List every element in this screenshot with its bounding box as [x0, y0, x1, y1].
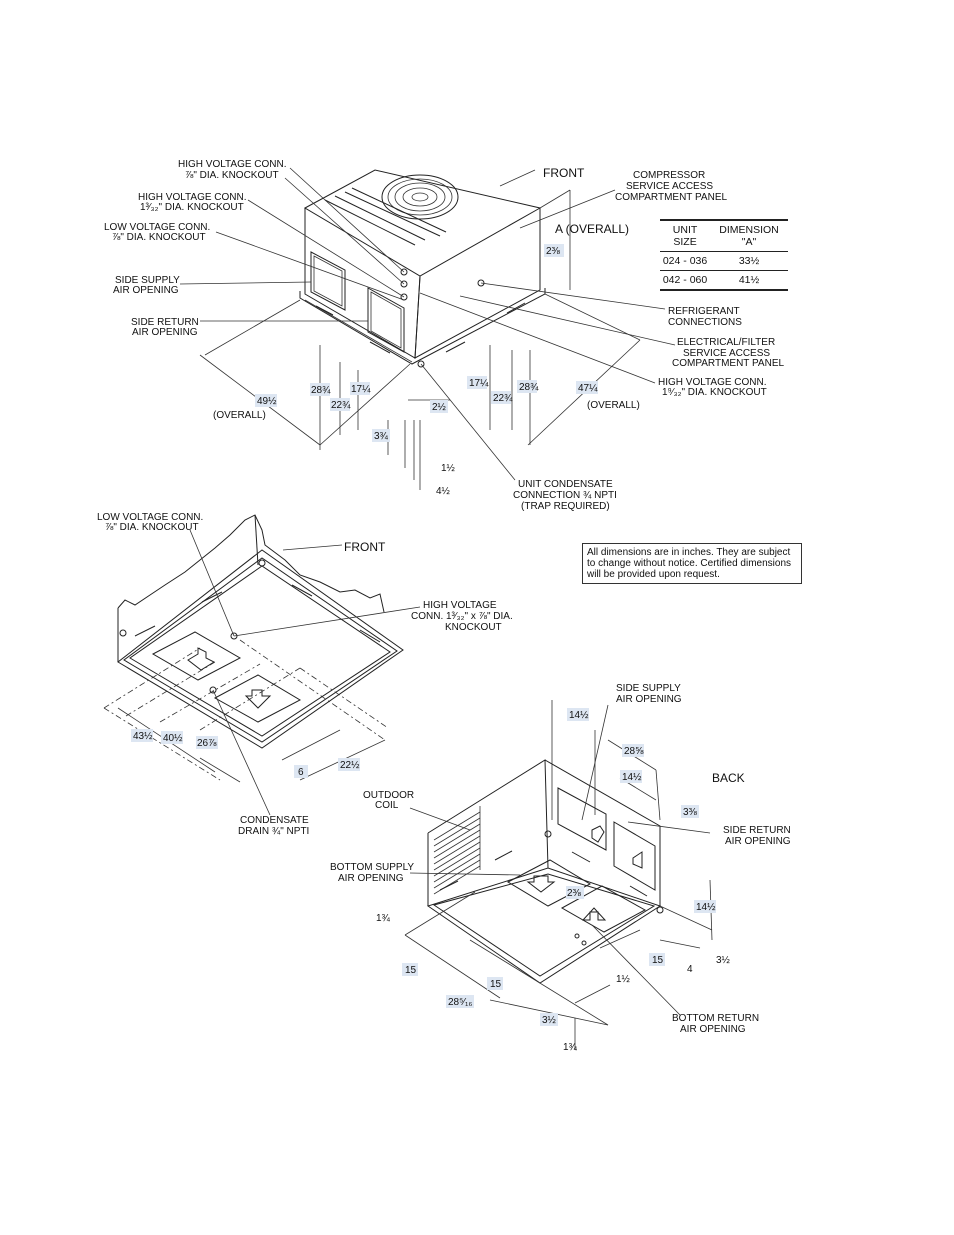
- table-cell-dim: 41½: [710, 270, 788, 291]
- dim-28-3-4-l: 28¾: [311, 385, 331, 396]
- table-cell-unit: 042 - 060: [660, 270, 711, 291]
- label-compressor-l1: COMPRESSOR: [633, 170, 705, 181]
- label-compressor-l3: COMPARTMENT PANEL: [615, 192, 727, 203]
- label-lv-l2: ⅞" DIA. KNOCKOUT: [112, 232, 206, 243]
- dim-1-2: 1½: [441, 463, 456, 474]
- br-dim-2-3-8: 2⅜: [567, 888, 582, 899]
- label-condensate-l2: CONNECTION ¾ NPTI: [513, 490, 617, 501]
- br-label-back: BACK: [712, 771, 745, 785]
- bl-dim-22-5: 22½: [340, 760, 360, 771]
- br-label-breturn-l2: AIR OPENING: [680, 1024, 746, 1035]
- br-dim-3-3-8: 3⅜: [683, 807, 698, 818]
- bottom-left-view: [103, 514, 421, 816]
- br-label-breturn-l1: BOTTOM RETURN: [672, 1013, 759, 1024]
- label-overall-right: (OVERALL): [587, 400, 640, 411]
- bl-dim-26-7-8: 26⅞: [197, 738, 217, 749]
- top-leaders: [179, 167, 676, 481]
- br-label-side-supply-l2: AIR OPENING: [616, 694, 682, 705]
- bl-label-lv-l1: LOW VOLTAGE CONN.: [97, 512, 203, 523]
- bottom-right-labels: SIDE SUPPLY AIR OPENING BACK SIDE RETURN…: [330, 683, 791, 1053]
- label-refrigerant-l2: CONNECTIONS: [668, 317, 742, 328]
- label-elec-l3: COMPARTMENT PANEL: [672, 358, 784, 369]
- top-unit-view: [199, 169, 641, 490]
- bl-label-hv-l2: CONN. 1³⁄₃₂" x ⅞" DIA.: [411, 611, 513, 622]
- label-elec-l2: SERVICE ACCESS: [683, 348, 770, 359]
- bl-label-cond-l2: DRAIN ¾" NPTI: [238, 826, 309, 837]
- dim-2-3-8-top: 2⅜: [546, 246, 561, 257]
- br-dim-4: 4: [687, 964, 693, 975]
- label-hv-78-l1: HIGH VOLTAGE CONN.: [178, 159, 287, 170]
- br-dim-1-5: 1½: [616, 974, 631, 985]
- label-side-supply-l1: SIDE SUPPLY: [115, 275, 180, 286]
- bl-label-cond-l1: CONDENSATE: [240, 815, 309, 826]
- label-side-supply-l2: AIR OPENING: [113, 285, 179, 296]
- label-lv-l1: LOW VOLTAGE CONN.: [104, 222, 210, 233]
- br-label-bsupply-l1: BOTTOM SUPPLY: [330, 862, 414, 873]
- table-cell-unit: 024 - 036: [660, 251, 711, 271]
- bl-label-hv-l3: KNOCKOUT: [445, 622, 502, 633]
- top-view-labels: HIGH VOLTAGE CONN. ⅞" DIA. KNOCKOUT HIGH…: [104, 159, 784, 512]
- dim-3-3-4: 3¾: [374, 431, 389, 442]
- br-dim-15-l: 15: [405, 965, 417, 976]
- br-dim-14-5-right: 14½: [696, 902, 716, 913]
- table-header-dimension: DIMENSION "A": [710, 219, 788, 252]
- label-hv-right-l2: 1⁹⁄₃₂" DIA. KNOCKOUT: [662, 387, 767, 398]
- br-dim-14-5-top: 14½: [569, 710, 589, 721]
- label-side-return-l1: SIDE RETURN: [131, 317, 199, 328]
- label-hv-right-l1: HIGH VOLTAGE CONN.: [658, 377, 767, 388]
- br-label-bsupply-l2: AIR OPENING: [338, 873, 404, 884]
- label-hv-1332-l2: 1³⁄₃₂" DIA. KNOCKOUT: [140, 202, 244, 213]
- label-elec-l1: ELECTRICAL/FILTER: [677, 337, 775, 348]
- label-overall-left: (OVERALL): [213, 410, 266, 421]
- label-condensate-l1: UNIT CONDENSATE: [518, 479, 613, 490]
- br-dim-15-m: 15: [490, 979, 502, 990]
- label-refrigerant-l1: REFRIGERANT: [668, 306, 740, 317]
- dim-22-3-4-r: 22¾: [493, 393, 513, 404]
- br-dim-1-3-4-b: 1¾: [563, 1042, 578, 1053]
- label-hv-1332-l1: HIGH VOLTAGE CONN.: [138, 192, 247, 203]
- dim-4-1-2: 4½: [436, 486, 451, 497]
- table-row: 024 - 036 33½: [660, 251, 788, 271]
- dim-17-1-4-l: 17¼: [351, 383, 371, 395]
- dim-49-5: 49½: [257, 396, 277, 407]
- br-label-coil-l2: COIL: [375, 800, 399, 811]
- bl-label-front: FRONT: [344, 540, 386, 554]
- br-dim-3-5-r: 3½: [716, 955, 731, 966]
- table-row: 042 - 060 41½: [660, 270, 788, 291]
- bl-dim-6: 6: [298, 767, 304, 778]
- bl-dim-43-5: 43½: [133, 731, 153, 742]
- label-side-return-l2: AIR OPENING: [132, 327, 198, 338]
- br-label-side-return-l1: SIDE RETURN: [723, 825, 791, 836]
- label-condensate-l3: (TRAP REQUIRED): [521, 501, 610, 512]
- dimension-table: UNIT SIZE DIMENSION "A" 024 - 036 33½ 04…: [660, 219, 788, 291]
- br-dim-1-3-4-l: 1¾: [376, 913, 391, 924]
- label-a-overall: A (OVERALL): [555, 222, 629, 236]
- dimensions-notice: All dimensions are in inches. They are s…: [582, 543, 802, 584]
- bottom-left-labels: LOW VOLTAGE CONN. ⅞" DIA. KNOCKOUT FRONT…: [97, 512, 513, 837]
- br-label-side-supply-l1: SIDE SUPPLY: [616, 683, 681, 694]
- br-dim-28-5-16: 28⁵⁄₁₆: [448, 997, 472, 1008]
- br-dim-15-r: 15: [652, 955, 664, 966]
- br-label-side-return-l2: AIR OPENING: [725, 836, 791, 847]
- br-dim-28-5-8: 28⅝: [624, 746, 644, 757]
- table-cell-dim: 33½: [710, 251, 788, 271]
- bl-label-lv-l2: ⅞" DIA. KNOCKOUT: [105, 522, 199, 533]
- bl-dim-40-5: 40½: [163, 733, 183, 744]
- br-label-coil-l1: OUTDOOR: [363, 790, 414, 801]
- br-dim-14-5-mid: 14½: [622, 772, 642, 783]
- dim-47-1-4: 47¼: [578, 382, 598, 394]
- dim-2-1-2: 2½: [432, 402, 447, 413]
- dim-28-3-4-r: 28¾: [519, 382, 539, 393]
- br-dim-3-5-b: 3½: [542, 1015, 557, 1026]
- dim-17-1-4-r: 17¼: [469, 377, 489, 389]
- table-header-unit-size: UNIT SIZE: [660, 219, 711, 252]
- label-front-top: FRONT: [543, 166, 585, 180]
- label-compressor-l2: SERVICE ACCESS: [626, 181, 713, 192]
- bl-label-hv-l1: HIGH VOLTAGE: [423, 600, 497, 611]
- dim-22-3-4-l: 22¾: [331, 400, 351, 411]
- label-hv-78-l2: ⅞" DIA. KNOCKOUT: [185, 170, 279, 181]
